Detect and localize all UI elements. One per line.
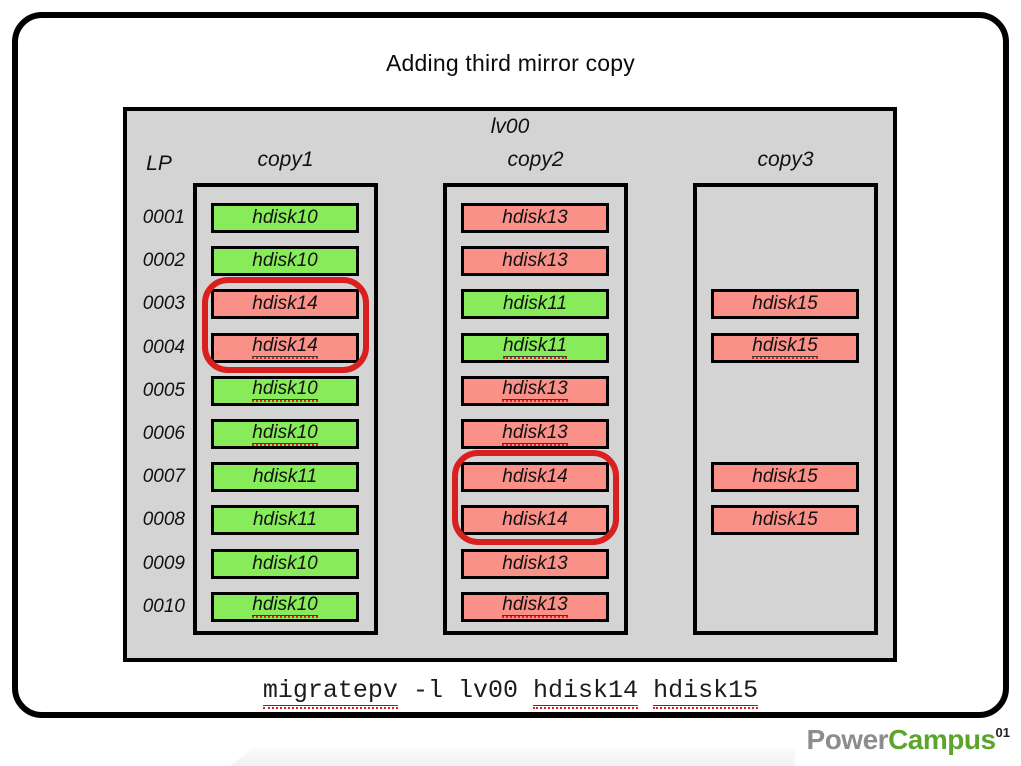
pv-block-label: hdisk11	[502, 293, 568, 315]
pv-block-label: hdisk13	[502, 552, 568, 574]
pv-block-copy3-0007: hdisk15	[711, 462, 859, 493]
lp-row-label-0003: 0003	[142, 293, 185, 315]
pv-block-label: hdisk14	[502, 466, 568, 488]
pv-block-copy2-0007: hdisk14	[461, 462, 609, 493]
pv-block-copy2-0001: hdisk13	[461, 203, 609, 233]
logo-power: Power	[806, 724, 889, 755]
pv-block-label: hdisk10	[252, 421, 318, 446]
lp-row-label-0006: 0006	[142, 423, 185, 444]
lp-row-label-0005: 0005	[142, 379, 185, 401]
command-word: migratepv	[262, 676, 398, 709]
pv-block-copy1-0002: hdisk10	[211, 246, 359, 277]
brand-logo: PowerCampus01	[807, 724, 1010, 756]
pv-block-copy1-0006: hdisk10	[211, 419, 359, 449]
pv-block-copy2-0005: hdisk13	[461, 375, 609, 406]
pv-block-label: hdisk15	[752, 293, 818, 315]
pv-block-copy3-0003: hdisk15	[711, 289, 859, 320]
lp-row-label-0010: 0010	[142, 595, 185, 617]
pv-block-copy2-0009: hdisk13	[461, 548, 609, 579]
column-box-copy1	[193, 183, 378, 635]
highlight-ring-copy1	[202, 277, 369, 373]
lp-row-label-0008: 0008	[142, 509, 185, 531]
pv-block-label: hdisk10	[252, 594, 318, 619]
pv-block-copy3-0008: hdisk15	[711, 505, 859, 536]
pv-block-copy1-0007: hdisk11	[211, 462, 359, 493]
pv-block-label: hdisk11	[252, 466, 318, 488]
pv-block-copy1-0003: hdisk14	[211, 289, 359, 320]
pv-block-copy1-0009: hdisk10	[211, 548, 359, 579]
pv-block-label: hdisk13	[502, 421, 568, 446]
bottom-shadow	[230, 748, 795, 766]
pv-block-label: hdisk14	[252, 335, 318, 360]
pv-block-label: hdisk15	[752, 509, 818, 531]
pv-block-label: hdisk11	[252, 509, 318, 531]
command-line: migratepv -l lv00 hdisk14 hdisk15	[0, 676, 1021, 709]
pv-block-copy2-0006: hdisk13	[461, 419, 609, 449]
pv-block-copy2-0002: hdisk13	[461, 246, 609, 277]
column-header-copy2: copy2	[507, 148, 564, 171]
pv-block-label: hdisk10	[252, 207, 318, 228]
pv-block-label: hdisk11	[502, 335, 568, 360]
pv-block-label: hdisk15	[752, 466, 818, 488]
pv-block-label: hdisk10	[252, 552, 318, 574]
pv-block-label: hdisk10	[252, 250, 318, 272]
pv-block-copy1-0008: hdisk11	[211, 505, 359, 536]
pv-block-label: hdisk10	[252, 378, 318, 403]
pv-block-copy2-0010: hdisk13	[461, 591, 609, 622]
pv-block-label: hdisk13	[502, 207, 568, 228]
highlight-ring-copy2	[452, 450, 619, 546]
command-word: lv00	[457, 676, 518, 705]
lp-row-label-0007: 0007	[142, 466, 185, 488]
pv-block-copy1-0010: hdisk10	[211, 591, 359, 622]
pv-block-copy1-0005: hdisk10	[211, 375, 359, 406]
pv-block-copy1-0001: hdisk10	[211, 203, 359, 233]
column-header-copy1: copy1	[257, 148, 314, 171]
logo-superscript: 01	[995, 725, 1010, 740]
logo-campus: Campus	[888, 724, 996, 755]
lp-row-label-0001: 0001	[142, 207, 185, 228]
pv-block-copy2-0004: hdisk11	[461, 332, 609, 363]
pv-block-label: hdisk13	[502, 250, 568, 272]
lp-row-label-0002: 0002	[142, 250, 185, 272]
command-word: -l	[412, 676, 443, 705]
pv-block-copy3-0004: hdisk15	[711, 332, 859, 363]
slide-title: Adding third mirror copy	[386, 50, 635, 76]
pv-block-copy2-0003: hdisk11	[461, 289, 609, 320]
pv-block-label: hdisk14	[502, 509, 568, 531]
pv-block-label: hdisk15	[752, 335, 818, 360]
pv-block-label: hdisk14	[252, 293, 318, 315]
pv-block-label: hdisk13	[502, 594, 568, 619]
lp-header: LP	[146, 152, 172, 175]
lp-row-label-0009: 0009	[142, 552, 185, 574]
column-box-copy3	[693, 183, 878, 635]
pv-block-copy2-0008: hdisk14	[461, 505, 609, 536]
column-box-copy2	[443, 183, 628, 635]
pv-block-label: hdisk13	[502, 378, 568, 403]
volume-label: lv00	[490, 115, 530, 138]
command-word: hdisk14	[533, 676, 639, 709]
command-word: hdisk15	[653, 676, 759, 709]
column-header-copy3: copy3	[757, 148, 814, 171]
lp-row-label-0004: 0004	[142, 336, 185, 358]
